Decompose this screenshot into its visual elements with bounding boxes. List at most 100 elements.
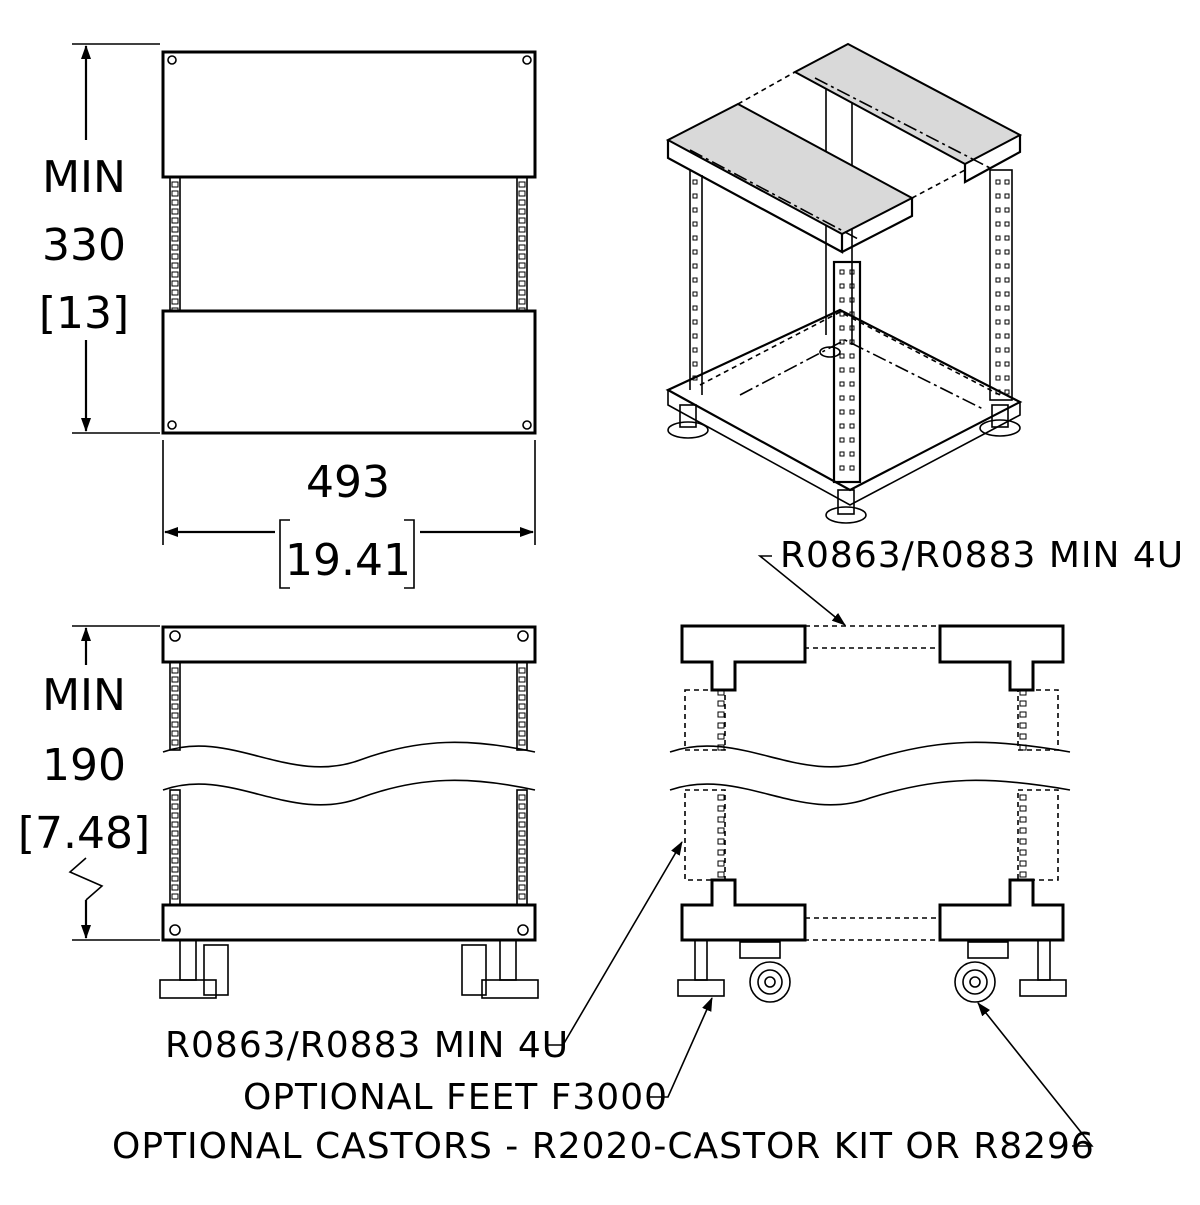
rail-hole bbox=[1004, 277, 1010, 283]
rail-hole bbox=[171, 721, 179, 728]
rail-hole bbox=[849, 297, 855, 303]
callout-feet: OPTIONAL FEET F3000 bbox=[243, 1077, 668, 1118]
rail-hole bbox=[518, 253, 526, 260]
rail-hole bbox=[1019, 871, 1027, 878]
rail-hole bbox=[717, 794, 725, 801]
height-bottom-inch: [7.48] bbox=[18, 808, 150, 859]
rail-hole bbox=[171, 830, 179, 837]
rail-hole bbox=[171, 190, 179, 197]
rail-hole bbox=[171, 289, 179, 296]
rail-hole bbox=[518, 298, 526, 305]
front-view-bottom bbox=[159, 625, 539, 999]
rail-hole bbox=[692, 207, 698, 213]
rail-hole bbox=[518, 280, 526, 287]
rail-hole bbox=[692, 319, 698, 325]
top-panel bbox=[161, 50, 537, 179]
rail-hole bbox=[171, 694, 179, 701]
rail-hole bbox=[171, 676, 179, 683]
rail-hole bbox=[995, 347, 1001, 353]
rail-hole bbox=[839, 395, 845, 401]
rail-hole bbox=[995, 221, 1001, 227]
rail-hole bbox=[171, 866, 179, 873]
rail-hole bbox=[518, 712, 526, 719]
rail-hole bbox=[171, 235, 179, 242]
rail-hole bbox=[518, 676, 526, 683]
callout-rail-right: R0863/R0883 MIN 4U bbox=[780, 535, 1184, 576]
rail-hole bbox=[692, 333, 698, 339]
rail-hole bbox=[692, 347, 698, 353]
rail-hole bbox=[717, 849, 725, 856]
rail-hole bbox=[518, 181, 526, 188]
isometric-view bbox=[665, 42, 1023, 524]
rail-hole bbox=[1004, 207, 1010, 213]
rail-hole bbox=[717, 838, 725, 845]
rail-hole bbox=[1019, 733, 1027, 740]
rail-hole bbox=[518, 866, 526, 873]
rail-hole bbox=[518, 857, 526, 864]
rail-hole bbox=[518, 208, 526, 215]
rail-hole bbox=[995, 333, 1001, 339]
rail-hole bbox=[849, 409, 855, 415]
rail-hole bbox=[171, 253, 179, 260]
rail-hole bbox=[849, 269, 855, 275]
rail-hole bbox=[1004, 319, 1010, 325]
rail-hole bbox=[1019, 849, 1027, 856]
rail-hole bbox=[518, 190, 526, 197]
rail-hole bbox=[1004, 347, 1010, 353]
callout-rail-left: R0863/R0883 MIN 4U bbox=[165, 1025, 569, 1066]
rail-hole bbox=[518, 262, 526, 269]
top-plate bbox=[161, 625, 537, 664]
rail-hole bbox=[839, 409, 845, 415]
rail-hole bbox=[849, 437, 855, 443]
rail-hole bbox=[849, 395, 855, 401]
rail-hole bbox=[1004, 235, 1010, 241]
rail-hole bbox=[171, 839, 179, 846]
rail-hole bbox=[849, 451, 855, 457]
rail-hole bbox=[518, 217, 526, 224]
rail-hole bbox=[839, 367, 845, 373]
rail-hole bbox=[839, 423, 845, 429]
rail-hole bbox=[839, 353, 845, 359]
rail-hole bbox=[692, 277, 698, 283]
rail-hole bbox=[692, 291, 698, 297]
rail-hole bbox=[518, 289, 526, 296]
rail-hole bbox=[518, 830, 526, 837]
rail-hole bbox=[849, 367, 855, 373]
rail-hole bbox=[171, 884, 179, 891]
rail-hole bbox=[839, 283, 845, 289]
rail-hole bbox=[995, 235, 1001, 241]
rail-hole bbox=[518, 667, 526, 674]
rail-hole bbox=[171, 857, 179, 864]
rail-hole bbox=[518, 875, 526, 882]
rail-hole bbox=[995, 193, 1001, 199]
plan-view bbox=[669, 624, 1071, 1003]
rail-hole bbox=[518, 721, 526, 728]
rail-hole bbox=[692, 221, 698, 227]
castors bbox=[739, 941, 1009, 1003]
rail-hole bbox=[518, 730, 526, 737]
feet-and-castors bbox=[159, 939, 539, 999]
rail-hole bbox=[692, 305, 698, 311]
rail-hole bbox=[849, 465, 855, 471]
rail-hole bbox=[1019, 722, 1027, 729]
rail-hole bbox=[171, 199, 179, 206]
rail-hole bbox=[692, 179, 698, 185]
rail-hole bbox=[995, 179, 1001, 185]
rail-hole bbox=[839, 437, 845, 443]
rail-hole bbox=[171, 821, 179, 828]
height-bottom-value: 190 bbox=[42, 740, 126, 791]
rail-hole bbox=[171, 262, 179, 269]
rail-hole bbox=[1004, 221, 1010, 227]
rail-hole bbox=[1019, 860, 1027, 867]
rail-hole bbox=[849, 325, 855, 331]
rail-hole bbox=[171, 703, 179, 710]
rail-hole bbox=[1019, 816, 1027, 823]
rail-hole bbox=[995, 319, 1001, 325]
rail-hole bbox=[171, 875, 179, 882]
rail-hole bbox=[518, 235, 526, 242]
rail-hole bbox=[692, 361, 698, 367]
callouts: R0863/R0883 MIN 4U R0863/R0883 MIN 4U OP… bbox=[112, 535, 1184, 1167]
rail-hole bbox=[995, 277, 1001, 283]
rail-hole bbox=[995, 207, 1001, 213]
rail-hole bbox=[171, 217, 179, 224]
